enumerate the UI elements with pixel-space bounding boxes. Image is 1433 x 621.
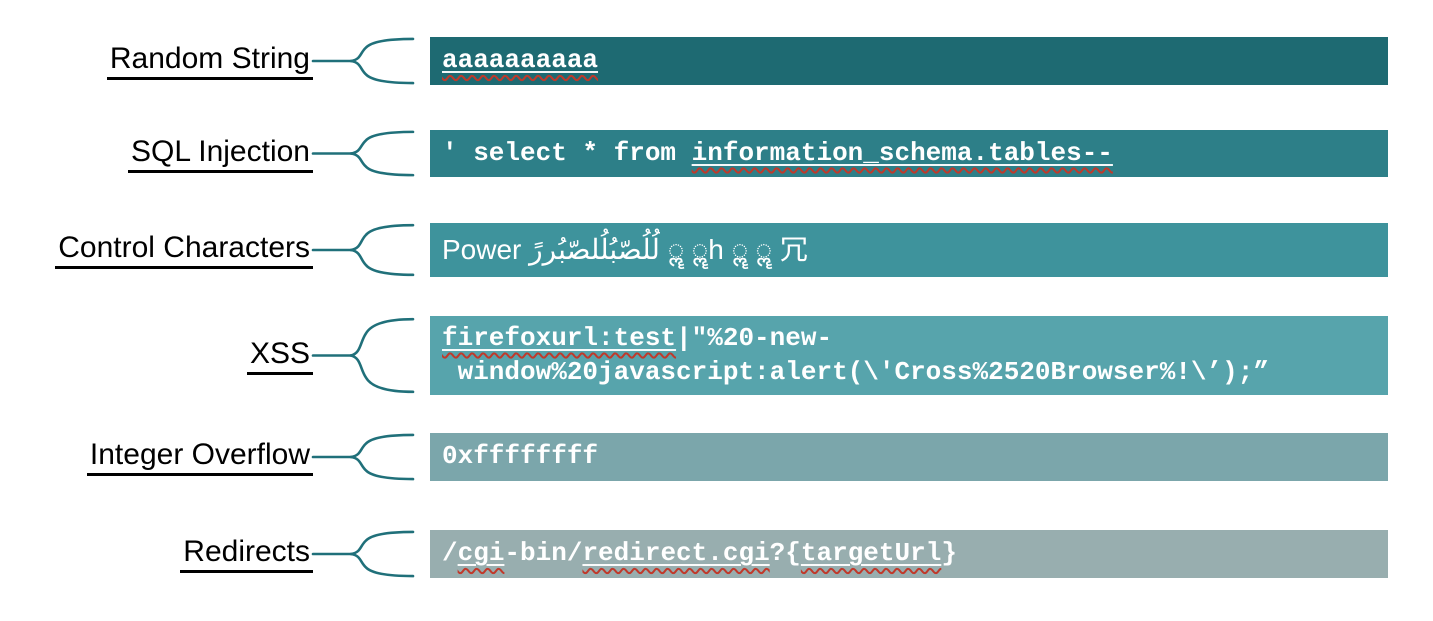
label-xss: XSS [246, 337, 313, 375]
payload-bar-control-characters: Power لُلُصّبُلُلصّبُررً ॣ ॣh ॣ ॣ 冗 [430, 223, 1388, 277]
row-control-characters: Control Characters Power لُلُصّبُلُلصّبُ… [0, 223, 1433, 277]
label-control-characters: Control Characters [55, 231, 313, 269]
brace-icon [313, 316, 413, 395]
payload-text: firefoxurl:test|"%20-new- window%20javas… [442, 323, 1269, 387]
payload-bar-sql-injection: ' select * from information_schema.table… [430, 130, 1388, 177]
brace-icon [313, 530, 413, 578]
brace-icon [313, 130, 413, 177]
row-random-string: Random String aaaaaaaaaa [0, 37, 1433, 85]
label-redirects: Redirects [180, 535, 313, 573]
payload-text: Power لُلُصّبُلُلصّبُررً ॣ ॣh ॣ ॣ 冗 [442, 234, 808, 266]
label-random-string: Random String [106, 42, 313, 80]
row-sql-injection: SQL Injection ' select * from informatio… [0, 130, 1433, 177]
brace-icon [313, 37, 413, 85]
payload-bar-integer-overflow: 0xffffffff [430, 433, 1388, 481]
payload-text: 0xffffffff [442, 441, 599, 472]
label-integer-overflow: Integer Overflow [86, 438, 313, 476]
payload-text: aaaaaaaaaa [442, 45, 599, 76]
label-sql-injection: SQL Injection [128, 135, 313, 173]
brace-icon [313, 433, 413, 481]
payload-text: /cgi-bin/redirect.cgi?{targetUrl} [442, 538, 957, 569]
payload-bar-xss: firefoxurl:test|"%20-new- window%20javas… [430, 316, 1388, 395]
brace-icon [313, 223, 413, 277]
row-integer-overflow: Integer Overflow 0xffffffff [0, 433, 1433, 481]
payload-bar-redirects: /cgi-bin/redirect.cgi?{targetUrl} [430, 530, 1388, 578]
row-redirects: Redirects /cgi-bin/redirect.cgi?{targetU… [0, 530, 1433, 578]
payload-bar-random-string: aaaaaaaaaa [430, 37, 1388, 85]
payload-text: ' select * from information_schema.table… [442, 137, 1113, 168]
row-xss: XSS firefoxurl:test|"%20-new- window%20j… [0, 316, 1433, 395]
